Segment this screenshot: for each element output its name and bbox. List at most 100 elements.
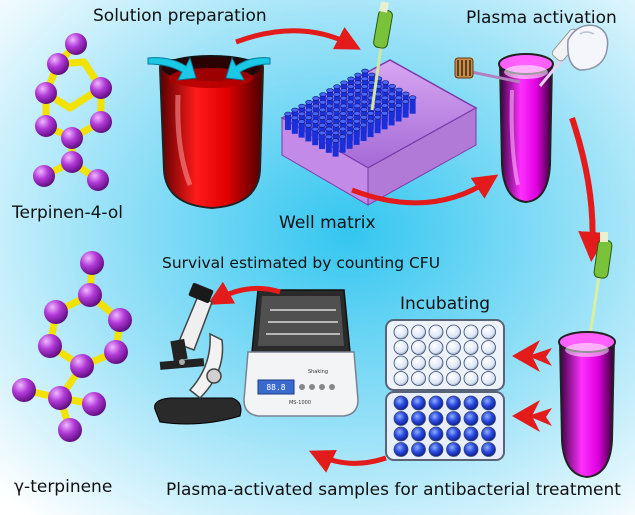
- well-tube-top: [339, 126, 347, 132]
- well-tube-top: [361, 68, 369, 74]
- well-tube-body: [298, 121, 305, 138]
- blue-well: [428, 411, 444, 426]
- well-tube-top: [339, 111, 347, 116]
- label-plasma-activated-samples: Plasma-activated samples for antibacteri…: [166, 480, 621, 500]
- well-tube-top: [318, 130, 326, 136]
- well-tube-top: [304, 123, 313, 128]
- well-tube-top: [402, 91, 410, 97]
- well-tube-top: [312, 103, 320, 109]
- well-tube-top: [340, 88, 348, 93]
- white-well: [428, 371, 444, 386]
- well-tube-top: [305, 100, 313, 105]
- well-tube-top: [373, 114, 382, 120]
- well-tube-top: [380, 111, 389, 116]
- white-well: [428, 340, 444, 355]
- blue-well: [463, 411, 479, 426]
- blue-well: [446, 442, 461, 457]
- well-tube-body: [325, 136, 332, 153]
- well-tube-top: [388, 99, 396, 104]
- well-tube-top: [353, 88, 362, 93]
- blue-well: [411, 411, 426, 426]
- well-tube-top: [353, 111, 361, 116]
- arrow-to-well-matrix: [235, 26, 361, 50]
- well-tube-top: [367, 80, 376, 85]
- white-well: [411, 324, 426, 340]
- blue-well: [481, 426, 496, 442]
- well-tube-top: [381, 87, 389, 93]
- well-tube-top: [354, 80, 362, 85]
- white-well: [411, 371, 426, 386]
- white-well: [411, 355, 426, 371]
- well-tube-top: [331, 138, 340, 143]
- well-tube-top: [312, 96, 320, 101]
- well-tube-top: [347, 76, 355, 82]
- plasma-jet-device: [454, 57, 521, 84]
- blue-well: [446, 426, 461, 442]
- well-tube-top: [408, 95, 417, 100]
- well-tube-top: [353, 103, 361, 109]
- shaker-model-label: MS-1000: [289, 400, 311, 406]
- label-incubating: Incubating: [400, 294, 491, 314]
- well-tube-body: [367, 121, 374, 138]
- well-tube-top: [311, 119, 320, 124]
- label-survival: Survival estimated by counting CFU: [162, 254, 441, 272]
- well-tube-top: [291, 115, 299, 121]
- well-tube-top: [311, 126, 319, 132]
- well-tube-body: [285, 114, 291, 130]
- well-tube-top: [332, 99, 341, 105]
- well-tube-top: [347, 84, 355, 89]
- white-well: [393, 340, 409, 355]
- well-tube-top: [319, 92, 327, 97]
- white-well: [446, 324, 461, 340]
- well-tube-top: [367, 111, 375, 116]
- blue-well: [446, 395, 461, 411]
- well-tube-top: [339, 95, 348, 101]
- well-tube-top: [298, 111, 306, 117]
- well-tube-body: [305, 125, 312, 142]
- well-tube-top: [298, 103, 306, 109]
- blue-well: [446, 411, 461, 426]
- label-solution-preparation: Solution preparation: [93, 6, 267, 26]
- well-tube-top: [325, 111, 334, 116]
- well-tube-top: [354, 72, 362, 78]
- well-tube-top: [291, 107, 299, 113]
- blue-well: [481, 411, 496, 426]
- well-tube-top: [395, 87, 403, 93]
- well-tube-top: [346, 115, 354, 120]
- well-tube-top: [346, 122, 354, 128]
- svg-text:88.8: 88.8: [266, 383, 285, 392]
- well-tube-top: [381, 95, 389, 101]
- well-tube-body: [319, 133, 325, 149]
- well-tube-top: [318, 123, 326, 128]
- white-well: [481, 324, 496, 340]
- well-tube-top: [338, 134, 347, 139]
- well-tube-body: [332, 140, 339, 157]
- white-well: [428, 324, 444, 340]
- white-well: [393, 371, 409, 386]
- shaking-incubator: 88.8: [243, 289, 359, 417]
- white-well: [481, 355, 496, 371]
- well-tube-top: [339, 103, 348, 109]
- blue-well: [393, 411, 409, 426]
- label-plasma-activation: Plasma activation: [466, 8, 617, 28]
- well-tube-body: [374, 117, 381, 134]
- label-terpinen-4-ol: Terpinen-4-ol: [12, 203, 123, 223]
- well-tube-top: [360, 84, 369, 89]
- well-tube-top: [360, 99, 368, 105]
- microscope: [154, 282, 242, 425]
- well-tube-body: [360, 125, 367, 141]
- arrows-into-plates: [512, 340, 552, 432]
- well-tube-top: [304, 115, 313, 120]
- well-tube-top: [325, 119, 333, 124]
- well-tube-top: [346, 107, 354, 112]
- white-well: [411, 340, 426, 355]
- white-well-plate: [385, 319, 505, 391]
- well-tube-top: [374, 99, 382, 105]
- blue-well: [481, 395, 496, 411]
- blue-well: [428, 395, 444, 411]
- well-tube-top: [325, 126, 333, 132]
- blue-well-plate: [385, 391, 505, 461]
- white-well: [463, 324, 479, 340]
- terpinen-4-ol-atoms: [33, 33, 112, 191]
- arrow-to-shaker: [308, 450, 387, 473]
